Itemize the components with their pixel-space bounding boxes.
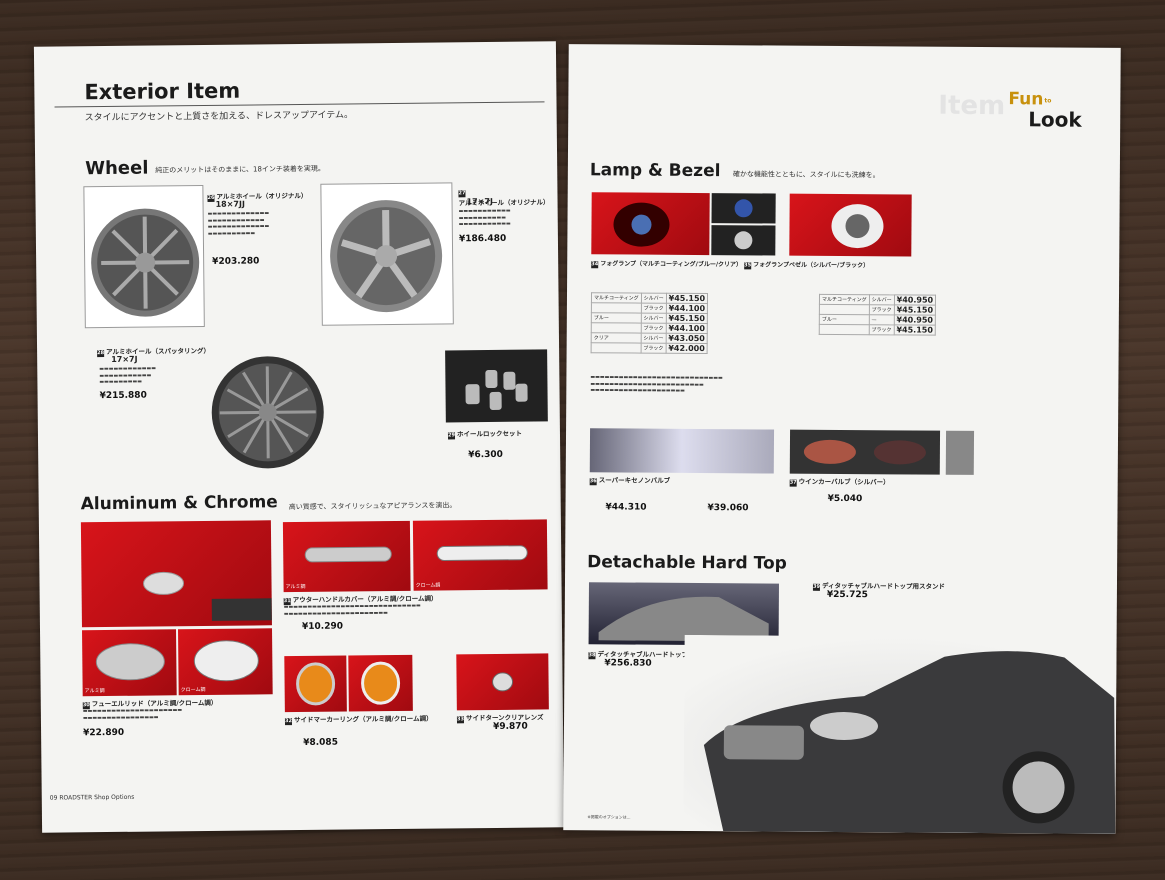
roadster-car-image bbox=[683, 634, 1117, 834]
wheel-3-size: 17×7J bbox=[111, 354, 138, 364]
aluminum-title: Aluminum & Chrome bbox=[80, 492, 278, 515]
fun-label: Fun bbox=[1008, 89, 1044, 110]
table-cell: ブルー bbox=[819, 314, 870, 325]
hard-top-price: ¥256.830 bbox=[604, 658, 652, 669]
table-cell: ブラック bbox=[640, 323, 667, 334]
hard-top-stand-price: ¥25.725 bbox=[826, 589, 868, 601]
wheel-3-image bbox=[207, 344, 326, 485]
marker-alu-image bbox=[284, 655, 347, 713]
table-cell: シルバー bbox=[641, 313, 667, 324]
table-cell bbox=[591, 302, 642, 314]
wheel-subtitle: 純正のメリットはそのままに、18インチ装着を実現。 bbox=[155, 164, 325, 175]
right-footer-note: ※掲載のオプションは... bbox=[587, 814, 631, 820]
table-cell: ブラック bbox=[868, 324, 895, 335]
wheel-1-size: 18×7JJ bbox=[215, 199, 245, 209]
table-cell bbox=[591, 322, 642, 334]
winker-image bbox=[789, 429, 941, 475]
lamp-bezel-title: Lamp & Bezel bbox=[589, 160, 721, 182]
table-cell: マルチコーティング bbox=[591, 292, 642, 304]
price-table-row: ブラック¥42.000 bbox=[591, 342, 708, 354]
wheel-2-price: ¥186.480 bbox=[458, 233, 507, 245]
page-footer: 09 ROADSTER Shop Options bbox=[49, 793, 135, 802]
exterior-subtitle: スタイルにアクセントと上質さを加える、ドレスアップアイテム。 bbox=[84, 110, 354, 124]
price-cell: ¥40.950 bbox=[894, 314, 936, 326]
price-table-row: ブラック¥45.150 bbox=[819, 324, 936, 336]
price-cell: ¥45.150 bbox=[666, 293, 708, 304]
wheel-1-desc: ▬▬▬▬▬▬▬▬▬▬▬▬▬▬▬▬▬▬▬▬▬▬▬▬▬▬▬▬▬▬▬▬▬▬▬▬▬▬▬▬… bbox=[207, 210, 270, 237]
fuel-lid-car-image bbox=[80, 520, 272, 628]
side-turn-lens-price: ¥9.870 bbox=[492, 721, 528, 732]
table-cell: シルバー bbox=[641, 293, 667, 304]
bulb-image bbox=[945, 430, 975, 475]
table-cell: ブラック bbox=[869, 304, 895, 315]
to-label: to bbox=[1044, 97, 1052, 105]
fuel-lid-chrome-image: クローム調 bbox=[178, 628, 273, 696]
fuel-lid-price: ¥22.890 bbox=[83, 727, 125, 739]
wheel-3-price: ¥215.880 bbox=[99, 390, 147, 402]
left-page: Exterior Item スタイルにアクセントと上質さを加える、ドレスアップア… bbox=[33, 41, 565, 833]
handle-price: ¥10.290 bbox=[301, 621, 344, 632]
table-cell bbox=[819, 304, 870, 315]
table-cell: シルバー bbox=[869, 294, 895, 305]
price-cell: ¥44.100 bbox=[665, 323, 708, 334]
table-cell: マルチコーティング bbox=[819, 294, 870, 305]
wheel-2-image bbox=[320, 182, 454, 326]
xenon-image bbox=[589, 428, 775, 474]
price-cell: ¥42.000 bbox=[665, 343, 708, 354]
fuel-lid-alu-image: アルミ調 bbox=[82, 629, 177, 697]
exterior-item-title: Exterior Item bbox=[84, 78, 241, 105]
table-cell: クリア bbox=[591, 332, 641, 344]
wheel-1-price: ¥203.280 bbox=[212, 256, 260, 267]
hard-top-title: Detachable Hard Top bbox=[587, 552, 787, 574]
price-cell: ¥44.100 bbox=[666, 303, 708, 314]
xenon-price-1: ¥44.310 bbox=[605, 502, 647, 513]
fuel-lid-desc: ▬▬▬▬▬▬▬▬▬▬▬▬▬▬▬▬▬▬▬▬▬▬▬▬▬▬▬▬▬▬▬▬▬▬▬▬▬ bbox=[82, 707, 183, 721]
price-cell: ¥45.150 bbox=[894, 304, 936, 316]
wheel-2-size: 17×7J bbox=[466, 196, 493, 207]
wheel-3-desc: ▬▬▬▬▬▬▬▬▬▬▬▬▬▬▬▬▬▬▬▬▬▬▬▬▬▬▬▬▬▬▬▬ bbox=[99, 365, 157, 386]
lamp-notes: ▬▬▬▬▬▬▬▬▬▬▬▬▬▬▬▬▬▬▬▬▬▬▬▬▬▬▬▬▬▬▬▬▬▬▬▬▬▬▬▬… bbox=[590, 374, 723, 394]
table-cell bbox=[591, 342, 641, 354]
table-cell: — bbox=[869, 314, 895, 325]
fog-lamp-blue-image bbox=[711, 193, 776, 224]
look-label: Look bbox=[1028, 107, 1082, 132]
price-cell: ¥45.150 bbox=[666, 313, 708, 324]
aluminum-subtitle: 高い質感で、スタイリッシュなアピアランスを演出。 bbox=[288, 501, 457, 512]
handle-chrome-image: クローム調 bbox=[412, 519, 548, 591]
wheel-2-desc: ▬▬▬▬▬▬▬▬▬▬▬▬▬▬▬▬▬▬▬▬▬▬▬▬▬▬▬▬▬▬▬▬ bbox=[458, 207, 511, 228]
table-cell: シルバー bbox=[640, 333, 666, 344]
price-cell: ¥40.950 bbox=[894, 294, 936, 306]
price-cell: ¥43.050 bbox=[665, 333, 708, 344]
xenon-price-2: ¥39.060 bbox=[707, 503, 749, 514]
marker-price: ¥8.085 bbox=[303, 737, 338, 748]
handle-desc: ▬▬▬▬▬▬▬▬▬▬▬▬▬▬▬▬▬▬▬▬▬▬▬▬▬▬▬▬▬▬▬▬▬▬▬▬▬▬▬▬… bbox=[283, 602, 421, 617]
hard-top-image bbox=[588, 582, 779, 646]
fog-lamp-multi-image bbox=[591, 192, 710, 256]
wheel-lock-price: ¥6.300 bbox=[468, 449, 503, 461]
table-cell bbox=[819, 324, 870, 335]
right-page: Item Fun to Look Lamp & Bezel 確かな機能性とともに… bbox=[563, 44, 1121, 834]
side-turn-lens-image bbox=[456, 653, 549, 711]
table-cell: ブラック bbox=[641, 303, 667, 314]
winker-price: ¥5.040 bbox=[827, 493, 863, 505]
wheel-title: Wheel bbox=[85, 157, 149, 180]
marker-chrome-image bbox=[348, 654, 413, 712]
lamp-bezel-subtitle: 確かな機能性とともに、スタイルにも洗練を。 bbox=[732, 170, 880, 180]
table-cell: ブルー bbox=[591, 312, 642, 324]
wheel-lock-image bbox=[445, 349, 548, 423]
price-cell: ¥45.150 bbox=[893, 324, 936, 336]
handle-alu-image: アルミ調 bbox=[282, 520, 411, 593]
fog-lamp-clear-image bbox=[711, 225, 776, 256]
table-cell: ブラック bbox=[640, 343, 666, 354]
fog-bezel-image bbox=[789, 193, 912, 257]
wheel-1-image bbox=[83, 184, 205, 329]
